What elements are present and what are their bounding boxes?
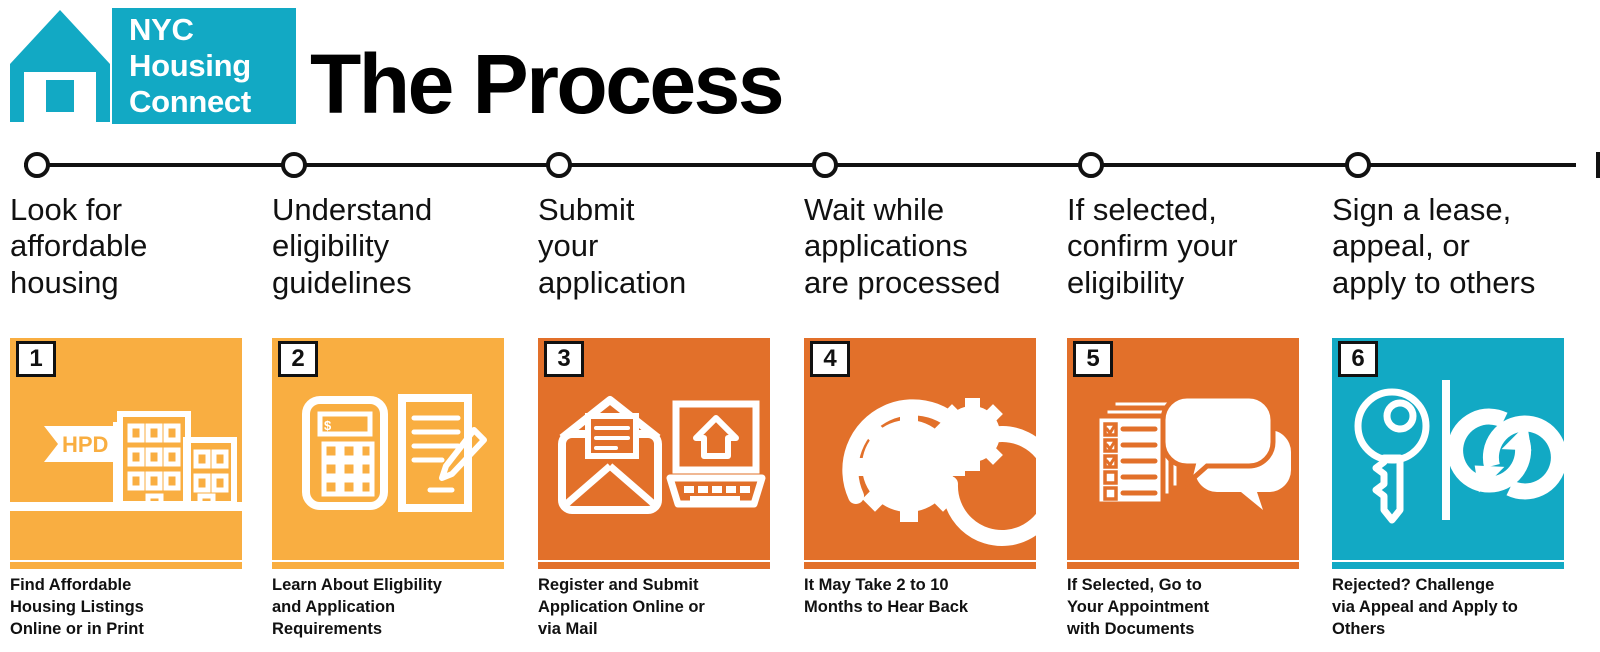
checklist-speech-bubbles-icon	[1067, 338, 1299, 560]
logo-wordmark-box: NYC Housing Connect	[112, 8, 296, 124]
step-number-badge-2: 2	[278, 341, 318, 377]
step-card-6[interactable]: 6	[1332, 338, 1564, 560]
timeline-node-3[interactable]	[546, 152, 572, 178]
house-arrow-icon	[8, 8, 112, 124]
step-number-badge-5: 5	[1073, 341, 1113, 377]
header: NYC Housing Connect The Process	[0, 0, 1600, 145]
step-card-1[interactable]: HPD 1	[10, 338, 242, 560]
logo-line-2: Housing	[129, 47, 251, 83]
svg-text:$: $	[324, 418, 332, 433]
caption-bar-1	[10, 562, 242, 569]
step-card-2[interactable]: $ 2	[272, 338, 504, 560]
caption-bar-3	[538, 562, 770, 569]
logo-line-1: NYC	[129, 11, 194, 47]
caption-bar-6	[1332, 562, 1564, 569]
gears-refresh-icon	[804, 338, 1036, 560]
svg-text:HPD: HPD	[62, 432, 108, 457]
step-cards: HPD 1	[0, 338, 1600, 560]
timeline-end-tick	[1596, 152, 1600, 178]
timeline-rule	[24, 163, 1576, 167]
envelope-laptop-upload-icon	[538, 338, 770, 560]
timeline-node-2[interactable]	[281, 152, 307, 178]
page-title: The Process	[310, 37, 785, 131]
calculator-document-pen-icon: $	[272, 338, 504, 560]
timeline	[0, 152, 1600, 178]
timeline-node-5[interactable]	[1078, 152, 1104, 178]
step-number-badge-3: 3	[544, 341, 584, 377]
step-card-3[interactable]: 3	[538, 338, 770, 560]
timeline-node-6[interactable]	[1345, 152, 1371, 178]
step-number-badge-6: 6	[1338, 341, 1378, 377]
step-number-badge-4: 4	[810, 341, 850, 377]
key-refresh-icon	[1332, 338, 1564, 560]
logo-line-3: Connect	[129, 84, 251, 120]
timeline-node-4[interactable]	[812, 152, 838, 178]
caption-bar-4	[804, 562, 1036, 569]
nyc-housing-connect-logo: NYC Housing Connect	[8, 8, 296, 124]
caption-bar-5	[1067, 562, 1299, 569]
hpd-flag-buildings-icon: HPD	[10, 338, 242, 560]
caption-bar-2	[272, 562, 504, 569]
step-card-4[interactable]: 4	[804, 338, 1036, 560]
step-card-5[interactable]: 5	[1067, 338, 1299, 560]
step-number-badge-1: 1	[16, 341, 56, 377]
timeline-node-1[interactable]	[24, 152, 50, 178]
